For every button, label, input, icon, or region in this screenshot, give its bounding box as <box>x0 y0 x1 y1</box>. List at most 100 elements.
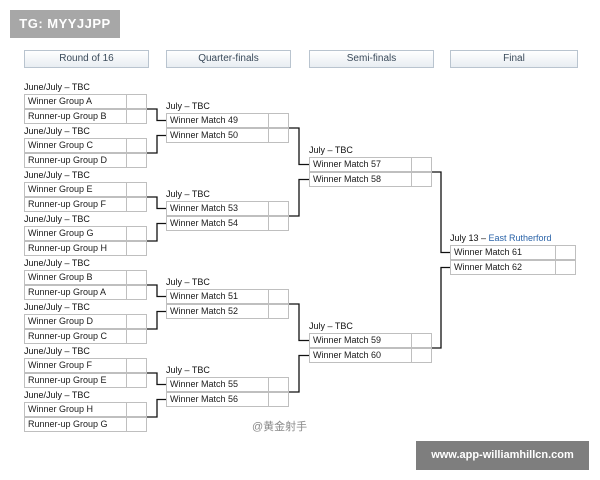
r16-team-row: Winner Group E <box>24 182 147 197</box>
r16-team-row: Winner Group B <box>24 270 147 285</box>
score-box <box>126 417 146 431</box>
match-date-text: June/July – TBC <box>24 214 90 224</box>
team-name: Winner Match 56 <box>170 394 239 404</box>
final-team-row: Winner Match 62 <box>450 260 576 275</box>
qf-team-row: Winner Match 55 <box>166 377 289 392</box>
score-box <box>411 348 431 362</box>
team-name: Winner Group D <box>28 316 94 326</box>
r16-team-row: Winner Group C <box>24 138 147 153</box>
score-box <box>268 304 288 318</box>
sf-match-date: July – TBC <box>309 144 353 156</box>
qf-match-date: July – TBC <box>166 276 210 288</box>
match-date-text: June/July – TBC <box>24 170 90 180</box>
team-name: Runner-up Group G <box>28 419 108 429</box>
score-box <box>126 109 146 123</box>
match-date-text: July – TBC <box>166 189 210 199</box>
score-box <box>268 377 288 391</box>
score-box <box>126 373 146 387</box>
score-box <box>555 260 575 274</box>
r16-team-row: Runner-up Group C <box>24 329 147 344</box>
score-box <box>268 201 288 215</box>
r16-team-row: Winner Group H <box>24 402 147 417</box>
r16-match-date: June/July – TBC <box>24 257 90 269</box>
team-name: Winner Group G <box>28 228 94 238</box>
r16-match-date: June/July – TBC <box>24 169 90 181</box>
match-date-text: July – TBC <box>166 101 210 111</box>
r16-team-row: Runner-up Group G <box>24 417 147 432</box>
score-box <box>126 241 146 255</box>
score-box <box>126 270 146 284</box>
score-box <box>411 333 431 347</box>
r16-team-row: Runner-up Group F <box>24 197 147 212</box>
team-name: Runner-up Group E <box>28 375 107 385</box>
team-name: Winner Match 54 <box>170 218 239 228</box>
qf-team-row: Winner Match 49 <box>166 113 289 128</box>
r16-match-date: June/July – TBC <box>24 389 90 401</box>
score-box <box>126 138 146 152</box>
team-name: Winner Group C <box>28 140 94 150</box>
team-name: Winner Group B <box>28 272 93 282</box>
watermark-text: @黄金射手 <box>252 421 308 433</box>
r16-match-date: June/July – TBC <box>24 125 90 137</box>
team-name: Runner-up Group H <box>28 243 108 253</box>
score-box <box>126 402 146 416</box>
match-date-text: July – TBC <box>309 145 353 155</box>
score-box <box>126 314 146 328</box>
qf-team-row: Winner Match 54 <box>166 216 289 231</box>
team-name: Winner Group H <box>28 404 94 414</box>
qf-team-row: Winner Match 53 <box>166 201 289 216</box>
team-name: Winner Match 57 <box>313 159 382 169</box>
final-team-row: Winner Match 61 <box>450 245 576 260</box>
team-name: Winner Match 53 <box>170 203 239 213</box>
r16-team-row: Winner Group D <box>24 314 147 329</box>
match-date-text: June/July – TBC <box>24 302 90 312</box>
score-box <box>268 216 288 230</box>
connector-sf-final <box>432 171 450 349</box>
tg-label: TG: MYYJJPP <box>10 10 120 38</box>
r16-team-row: Winner Group F <box>24 358 147 373</box>
score-box <box>126 153 146 167</box>
score-box <box>411 172 431 186</box>
score-box <box>126 197 146 211</box>
r16-team-row: Runner-up Group D <box>24 153 147 168</box>
match-date-text: June/July – TBC <box>24 390 90 400</box>
match-date-text: July – TBC <box>166 277 210 287</box>
r16-match-date: June/July – TBC <box>24 81 90 93</box>
r16-team-row: Winner Group G <box>24 226 147 241</box>
score-box <box>268 128 288 142</box>
score-box <box>268 289 288 303</box>
qf-match-date: July – TBC <box>166 100 210 112</box>
connector-r16-qf <box>147 372 166 418</box>
qf-match-date: July – TBC <box>166 364 210 376</box>
team-name: Winner Group A <box>28 96 93 106</box>
round-header-r16: Round of 16 <box>24 50 149 68</box>
team-name: Winner Group E <box>28 184 93 194</box>
team-name: Winner Match 59 <box>313 335 382 345</box>
team-name: Winner Match 52 <box>170 306 239 316</box>
sf-team-row: Winner Match 58 <box>309 172 432 187</box>
connector-r16-qf <box>147 284 166 330</box>
venue-link[interactable]: East Rutherford <box>488 233 552 243</box>
sf-team-row: Winner Match 60 <box>309 348 432 363</box>
final-match-date: July 13 – East Rutherford <box>450 232 552 244</box>
team-name: Winner Match 55 <box>170 379 239 389</box>
r16-team-row: Runner-up Group B <box>24 109 147 124</box>
r16-team-row: Runner-up Group E <box>24 373 147 388</box>
connector-qf-sf <box>289 127 309 217</box>
sf-team-row: Winner Match 59 <box>309 333 432 348</box>
team-name: Runner-up Group C <box>28 331 108 341</box>
team-name: Runner-up Group B <box>28 111 107 121</box>
match-date-text: June/July – TBC <box>24 126 90 136</box>
r16-match-date: June/July – TBC <box>24 213 90 225</box>
match-date-text: July – TBC <box>166 365 210 375</box>
team-name: Runner-up Group F <box>28 199 107 209</box>
r16-team-row: Runner-up Group A <box>24 285 147 300</box>
qf-team-row: Winner Match 51 <box>166 289 289 304</box>
score-box <box>126 94 146 108</box>
team-name: Winner Match 61 <box>454 247 523 257</box>
r16-team-row: Winner Group A <box>24 94 147 109</box>
match-date-text: June/July – TBC <box>24 82 90 92</box>
round-header-sf: Semi-finals <box>309 50 434 68</box>
team-name: Winner Group F <box>28 360 93 370</box>
